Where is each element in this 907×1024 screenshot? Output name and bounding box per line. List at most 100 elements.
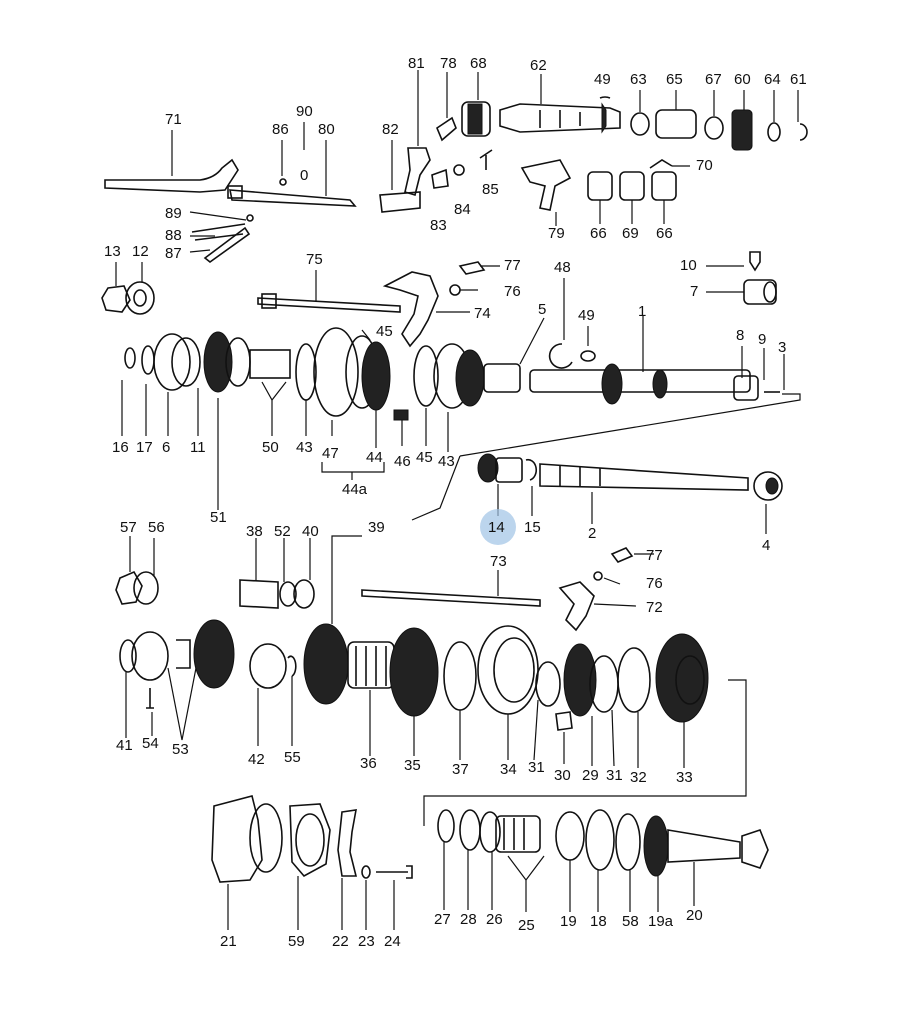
callout-9[interactable]: 9	[758, 331, 766, 348]
callout-65[interactable]: 65	[666, 71, 683, 88]
callout-64[interactable]: 64	[764, 71, 781, 88]
callout-71[interactable]: 71	[165, 111, 182, 128]
callout-25[interactable]: 25	[518, 917, 535, 934]
callout-11[interactable]: 11	[190, 439, 206, 456]
callout-3[interactable]: 3	[778, 339, 786, 356]
callout-28[interactable]: 28	[460, 911, 477, 928]
callout-4[interactable]: 4	[762, 537, 770, 554]
callout-73[interactable]: 73	[490, 553, 507, 570]
callout-43-right[interactable]: 43	[438, 453, 455, 470]
callout-19a[interactable]: 19a	[648, 913, 674, 930]
callout-39[interactable]: 39	[368, 519, 385, 536]
callout-58[interactable]: 58	[622, 913, 639, 930]
callout-81[interactable]: 81	[408, 55, 425, 72]
callout-66-left[interactable]: 66	[590, 225, 607, 242]
callout-46[interactable]: 46	[394, 453, 411, 470]
callout-75[interactable]: 75	[306, 251, 323, 268]
callout-33[interactable]: 33	[676, 769, 693, 786]
callout-56[interactable]: 56	[148, 519, 165, 536]
callout-49-top[interactable]: 49	[594, 71, 611, 88]
callout-77-bottom[interactable]: 77	[646, 547, 663, 564]
callout-48[interactable]: 48	[554, 259, 571, 276]
callout-67[interactable]: 67	[705, 71, 722, 88]
callout-68[interactable]: 68	[470, 55, 487, 72]
callout-36[interactable]: 36	[360, 755, 377, 772]
callout-30[interactable]: 30	[554, 767, 571, 784]
callout-31-left[interactable]: 31	[528, 759, 545, 776]
callout-32[interactable]: 32	[630, 769, 647, 786]
callout-5[interactable]: 5	[538, 301, 546, 318]
callout-40[interactable]: 40	[302, 523, 319, 540]
callout-88[interactable]: 88	[165, 227, 182, 244]
callout-59[interactable]: 59	[288, 933, 305, 950]
callout-20[interactable]: 20	[686, 907, 703, 924]
callout-19[interactable]: 19	[560, 913, 577, 930]
callout-90[interactable]: 90	[296, 103, 313, 120]
callout-27[interactable]: 27	[434, 911, 451, 928]
callout-78[interactable]: 78	[440, 55, 457, 72]
callout-82[interactable]: 82	[382, 121, 399, 138]
callout-51[interactable]: 51	[210, 509, 227, 526]
callout-63[interactable]: 63	[630, 71, 647, 88]
callout-38[interactable]: 38	[246, 523, 263, 540]
callout-21[interactable]: 21	[220, 933, 237, 950]
callout-76-bottom[interactable]: 76	[646, 575, 663, 592]
callout-23[interactable]: 23	[358, 933, 375, 950]
callout-52[interactable]: 52	[274, 523, 291, 540]
callout-70[interactable]: 70	[696, 157, 713, 174]
callout-62[interactable]: 62	[530, 57, 547, 74]
callout-17[interactable]: 17	[136, 439, 153, 456]
callout-53[interactable]: 53	[172, 741, 189, 758]
callout-74[interactable]: 74	[474, 305, 491, 322]
callout-12[interactable]: 12	[132, 243, 149, 260]
callout-10[interactable]: 10	[680, 257, 697, 274]
callout-34[interactable]: 34	[500, 761, 517, 778]
callout-49-mid[interactable]: 49	[578, 307, 595, 324]
callout-44[interactable]: 44	[366, 449, 383, 466]
callout-57[interactable]: 57	[120, 519, 137, 536]
callout-69[interactable]: 69	[622, 225, 639, 242]
callout-84[interactable]: 84	[454, 201, 471, 218]
callout-7[interactable]: 7	[690, 283, 698, 300]
callout-87[interactable]: 87	[165, 245, 182, 262]
callout-42[interactable]: 42	[248, 751, 265, 768]
callout-85[interactable]: 85	[482, 181, 499, 198]
callout-61[interactable]: 61	[790, 71, 807, 88]
callout-2[interactable]: 2	[588, 525, 596, 542]
callout-80[interactable]: 80	[318, 121, 335, 138]
callout-6[interactable]: 6	[162, 439, 170, 456]
callout-0[interactable]: 0	[300, 167, 308, 184]
callout-60[interactable]: 60	[734, 71, 751, 88]
callout-13[interactable]: 13	[104, 243, 121, 260]
callout-89[interactable]: 89	[165, 205, 182, 222]
callout-31-right[interactable]: 31	[606, 767, 623, 784]
callout-37[interactable]: 37	[452, 761, 469, 778]
callout-8[interactable]: 8	[736, 327, 744, 344]
callout-16[interactable]: 16	[112, 439, 129, 456]
callout-43-left[interactable]: 43	[296, 439, 313, 456]
callout-86[interactable]: 86	[272, 121, 289, 138]
callout-24[interactable]: 24	[384, 933, 401, 950]
callout-14[interactable]: 14	[488, 519, 505, 536]
callout-29[interactable]: 29	[582, 767, 599, 784]
callout-18[interactable]: 18	[590, 913, 607, 930]
callout-22[interactable]: 22	[332, 933, 349, 950]
callout-55[interactable]: 55	[284, 749, 301, 766]
callout-35[interactable]: 35	[404, 757, 421, 774]
callout-79[interactable]: 79	[548, 225, 565, 242]
callout-76-top[interactable]: 76	[504, 283, 521, 300]
callout-66-right[interactable]: 66	[656, 225, 673, 242]
callout-44a[interactable]: 44a	[342, 481, 368, 498]
callout-15[interactable]: 15	[524, 519, 541, 536]
callout-77-top[interactable]: 77	[504, 257, 521, 274]
callout-50[interactable]: 50	[262, 439, 279, 456]
callout-45-upper[interactable]: 45	[376, 323, 393, 340]
callout-83[interactable]: 83	[430, 217, 447, 234]
callout-26[interactable]: 26	[486, 911, 503, 928]
callout-47[interactable]: 47	[322, 445, 339, 462]
callout-1[interactable]: 1	[638, 303, 646, 320]
callout-45-lower[interactable]: 45	[416, 449, 433, 466]
callout-54[interactable]: 54	[142, 735, 159, 752]
callout-72[interactable]: 72	[646, 599, 663, 616]
callout-41[interactable]: 41	[116, 737, 133, 754]
